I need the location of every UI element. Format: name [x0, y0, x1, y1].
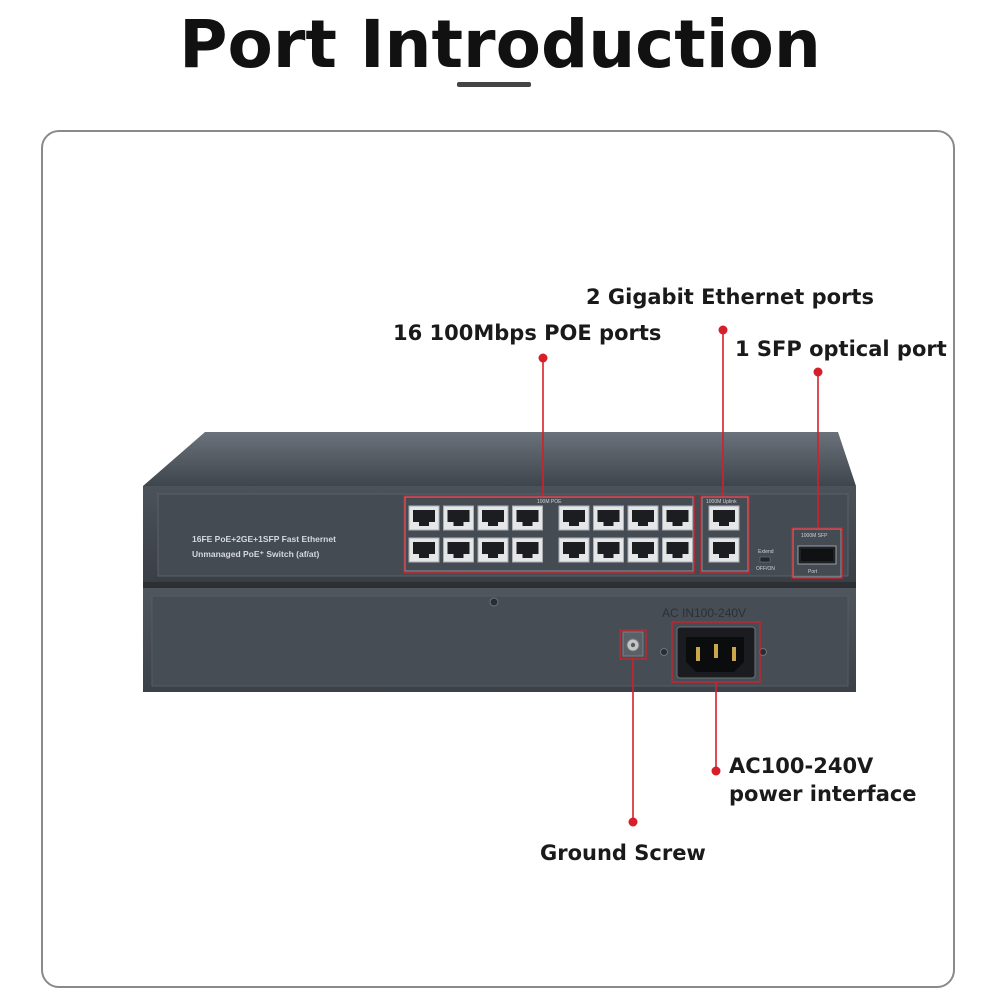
- poe-group-label: 100M POE: [537, 499, 562, 505]
- callout-ground-screw: Ground Screw: [540, 841, 706, 865]
- callout-dot-ground: [628, 817, 638, 827]
- poe-port-10[interactable]: [558, 537, 590, 563]
- callout-power-line2: power interface: [729, 782, 917, 806]
- callout-dot-sfp: [813, 367, 823, 377]
- model-text-line1: 16FE PoE+2GE+1SFP Fast Ethernet: [192, 534, 336, 544]
- switch-top-lid: [143, 432, 856, 486]
- panel-screw: [489, 597, 499, 607]
- poe-port-11[interactable]: [593, 505, 624, 531]
- callout-dot-gigabit: [718, 325, 728, 335]
- title-underline: [457, 82, 531, 87]
- poe-port-1[interactable]: [408, 505, 440, 531]
- poe-port-13[interactable]: [627, 505, 659, 531]
- callout-gigabit-ports: 2 Gigabit Ethernet ports: [586, 285, 874, 309]
- poe-port-15[interactable]: [662, 505, 693, 531]
- sfp-label-top: 1000M SFP: [801, 533, 828, 539]
- callout-dot-power: [711, 766, 721, 776]
- model-text-line2: Unmanaged PoE⁺ Switch (af/at): [192, 549, 319, 559]
- poe-port-9[interactable]: [558, 505, 590, 531]
- callout-power-line1: AC100-240V: [729, 754, 874, 778]
- uplink-port-2[interactable]: [708, 537, 740, 563]
- uplink-port-array: [708, 505, 740, 563]
- poe-port-8[interactable]: [512, 537, 543, 563]
- uplink-port-1[interactable]: [708, 505, 740, 531]
- uplink-group-label: 1000M Uplink: [706, 499, 737, 505]
- page-title: Port Introduction: [179, 6, 821, 83]
- offon-label: OFF/ON: [756, 566, 775, 572]
- callout-dot-poe: [538, 353, 548, 363]
- poe-port-7[interactable]: [512, 505, 543, 531]
- poe-port-14[interactable]: [627, 537, 659, 563]
- poe-port-5[interactable]: [477, 505, 509, 531]
- poe-port-6[interactable]: [477, 537, 509, 563]
- callout-sfp-port: 1 SFP optical port: [735, 337, 947, 361]
- poe-port-12[interactable]: [593, 537, 624, 563]
- content-frame: [41, 130, 955, 988]
- poe-port-3[interactable]: [443, 505, 474, 531]
- sfp-label-bottom: Port: [808, 569, 818, 575]
- poe-port-2[interactable]: [408, 537, 440, 563]
- poe-port-4[interactable]: [443, 537, 474, 563]
- extend-label: Extend: [758, 549, 774, 555]
- poe-port-16[interactable]: [662, 537, 693, 563]
- extend-switch[interactable]: [759, 556, 771, 563]
- callout-poe-ports: 16 100Mbps POE ports: [393, 321, 662, 345]
- poe-port-array: [408, 505, 693, 563]
- power-marking: AC IN100-240V: [662, 606, 746, 620]
